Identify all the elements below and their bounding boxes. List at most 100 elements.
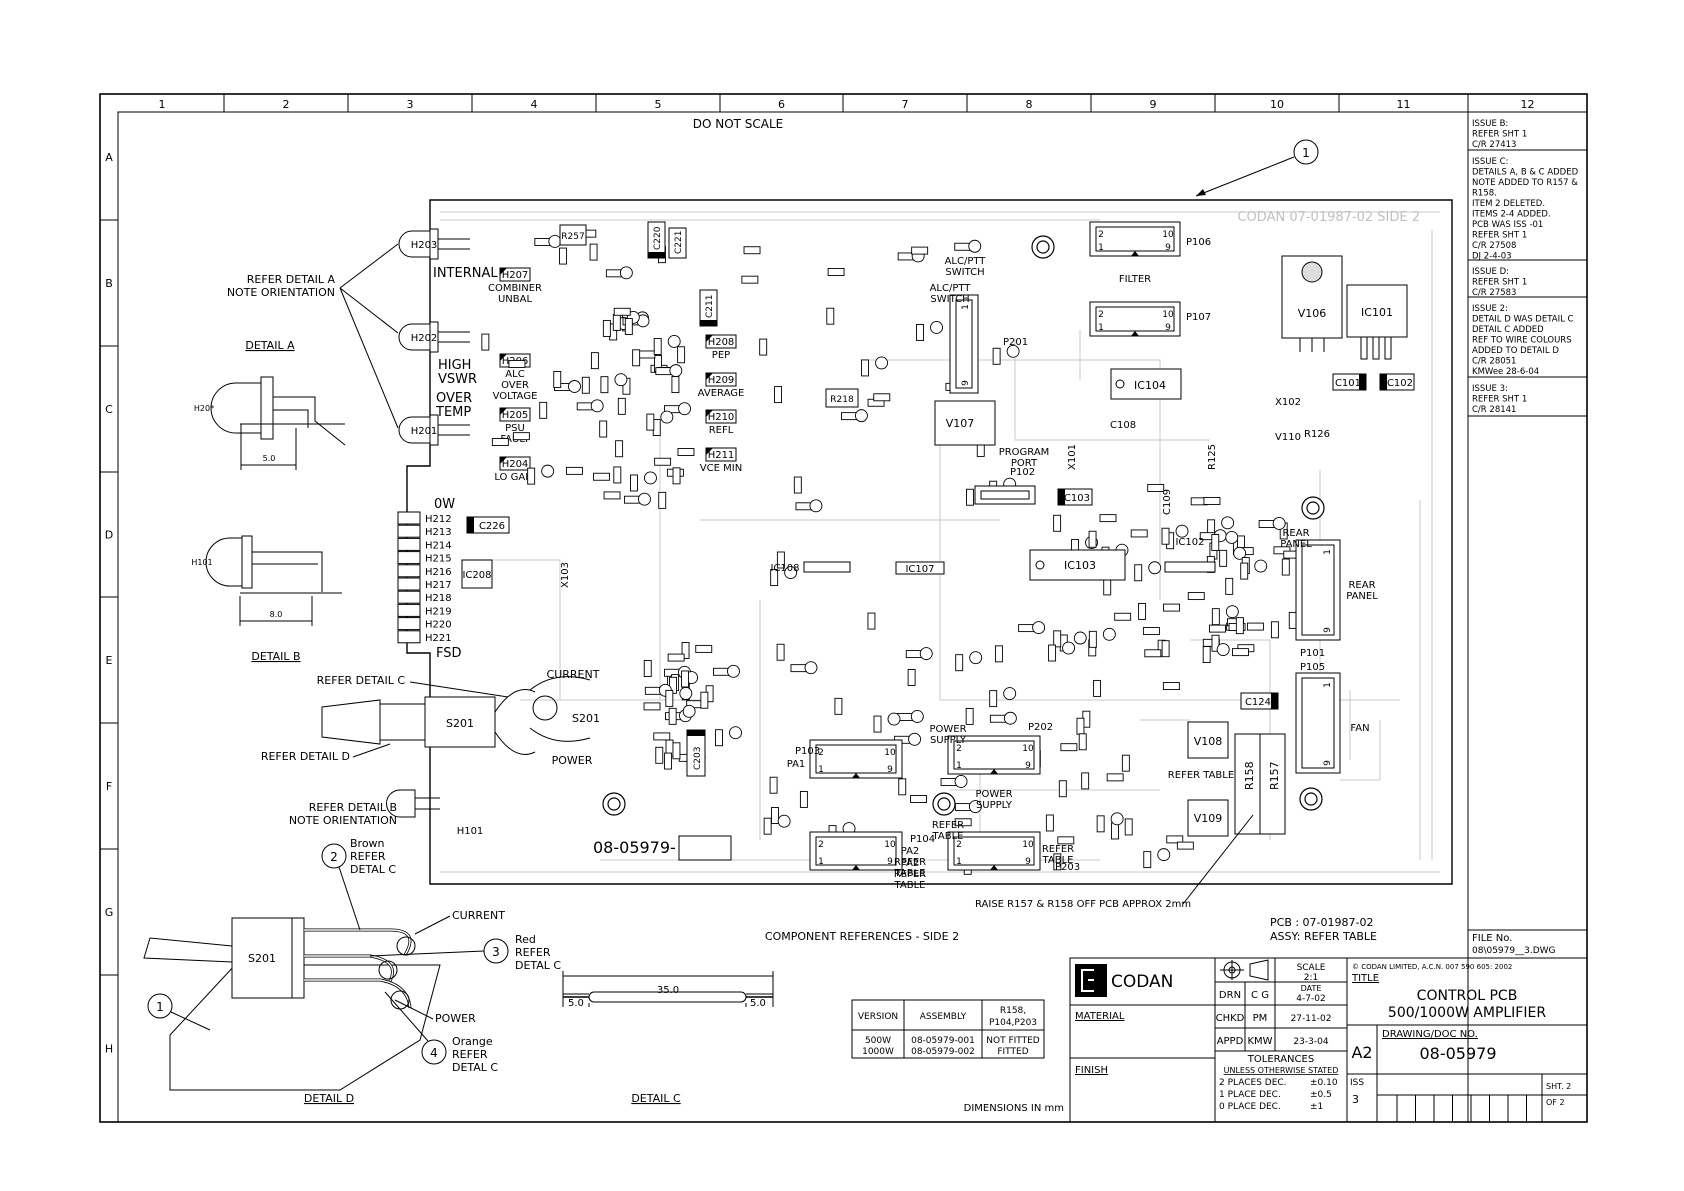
s201-pad <box>532 695 558 721</box>
panel-led-caption: AVERAGE <box>698 388 745 399</box>
zone-row-F: F <box>106 780 112 793</box>
svg-text:1: 1 <box>1323 682 1333 688</box>
svg-text:1: 1 <box>818 765 824 775</box>
refer-table-note-pcb: REFER TABLE <box>1168 770 1234 781</box>
title-tol-1-value: ±0.5 <box>1310 1090 1332 1100</box>
revision-4-line-2: C/R 28141 <box>1472 405 1516 415</box>
panel-led-id: H209 <box>708 375 735 386</box>
version-table-header-version: VERSION <box>858 1012 898 1022</box>
part-x101-label: X101 <box>1067 444 1078 470</box>
r158-r157-resistors: R158 R157 <box>1234 733 1286 835</box>
callout-detail-b-line2: NOTE ORIENTATION <box>289 814 397 827</box>
part-ic101-label: IC101 <box>1361 306 1393 319</box>
revision-1-line-1: DETAILS A, B & C ADDED <box>1472 168 1579 178</box>
revision-1-line-7: REFER SHT 1 <box>1472 231 1527 241</box>
ic108-box <box>803 561 851 573</box>
v107-transistor: V107 <box>934 400 996 446</box>
part-c221-label: C221 <box>674 231 684 254</box>
connector-name: ALC/PTT <box>945 256 987 267</box>
revision-2-line-0: ISSUE D: <box>1472 267 1509 277</box>
zone-row-A: A <box>105 151 113 164</box>
callout-detail-a-line2: NOTE ORIENTATION <box>227 286 335 299</box>
toggle-switch-s201-side: S201 <box>321 689 536 755</box>
title-tol-0-label: 0 PLACE DEC. <box>1219 1102 1281 1112</box>
part-c109-label: C109 <box>1162 489 1173 515</box>
panel-led-id: H207 <box>502 270 529 281</box>
part-c101-label: C101 <box>1335 378 1361 389</box>
file-label: FILE No. <box>1472 933 1512 944</box>
detail-b-title: DETAIL B <box>251 650 300 663</box>
connector-name: SUPPLY <box>930 735 967 746</box>
pcb-id-suffix-box <box>678 835 732 861</box>
part-v106-label: V106 <box>1298 307 1327 320</box>
revision-2-line-1: REFER SHT 1 <box>1472 278 1527 288</box>
revision-1-line-9: DJ 2-4-03 <box>1472 252 1512 262</box>
led-label-vswr: VSWR <box>438 372 477 387</box>
title-appd-label: APPD <box>1217 1036 1244 1047</box>
panel-leds: H207COMBINERUNBALH206ALCOVERVOLTAGEH205P… <box>488 267 745 483</box>
svg-text:1: 1 <box>956 857 962 867</box>
part-v109-label: V109 <box>1194 812 1223 825</box>
svg-text:1: 1 <box>818 857 824 867</box>
title-tol-2-value: ±0.10 <box>1310 1078 1338 1088</box>
callout-detail-c: REFER DETAIL C <box>317 674 509 698</box>
svg-text:2: 2 <box>956 840 962 850</box>
revision-2-line-2: C/R 27583 <box>1472 288 1516 298</box>
panel-led-caption: REFL <box>709 425 734 436</box>
part-ic108-label: IC108 <box>770 563 799 574</box>
svg-text:9: 9 <box>961 380 971 386</box>
svg-text:2: 2 <box>818 748 824 758</box>
part-r157-label: R157 <box>1268 761 1281 790</box>
panel-led-caption: COMBINER <box>488 283 542 294</box>
revision-3-line-1: DETAIL D WAS DETAIL C <box>1472 315 1574 325</box>
led-label-temp: TEMP <box>435 405 471 420</box>
connector-name: SUPPLY <box>976 800 1013 811</box>
revision-3-line-2: DETAIL C ADDED <box>1472 325 1544 335</box>
part-ic102-label: IC102 <box>1175 537 1204 548</box>
c203-polarity <box>687 730 705 736</box>
detail-d-label-current: CURRENT <box>452 909 505 922</box>
revision-3-line-3: REF TO WIRE COLOURS <box>1472 336 1572 346</box>
connector-name: REFER <box>1042 844 1074 855</box>
detail-a-part: H20* <box>194 404 214 413</box>
panel-led-id: H205 <box>502 410 529 421</box>
zone-row-H: H <box>105 1043 113 1056</box>
bargraph-label-h220: H220 <box>425 620 452 631</box>
detail-a-title: DETAIL A <box>245 339 295 352</box>
svg-text:1: 1 <box>961 304 971 310</box>
svg-text:2: 2 <box>1098 230 1104 240</box>
balloon-item-1-number: 1 <box>1302 146 1310 160</box>
part-ic104-label: IC104 <box>1134 379 1166 392</box>
svg-text:9: 9 <box>1323 760 1333 766</box>
zone-col-7: 7 <box>902 98 909 111</box>
bargraph-label-h216: H216 <box>425 567 452 578</box>
connector-name: PORT <box>1011 458 1038 469</box>
connector-name: TABLE <box>932 831 964 842</box>
version-table-header-fit-2: P104,P203 <box>989 1018 1037 1028</box>
detail-c-title: DETAIL C <box>631 1092 681 1105</box>
connector-label: P201 <box>1003 337 1028 348</box>
title-copyright: © CODAN LIMITED, A.C.N. 007 590 605: 200… <box>1352 963 1512 971</box>
svg-text:2: 2 <box>956 744 962 754</box>
version-table-header-assembly: ASSEMBLY <box>920 1012 967 1022</box>
bargraph-bottom-label: FSD <box>436 646 462 661</box>
panel-led-caption: VOLTAGE <box>493 391 538 402</box>
bargraph-led-h219 <box>397 603 421 617</box>
title-appd-date: 23-3-04 <box>1293 1037 1328 1047</box>
version-table-r2-assembly: 08-05979-002 <box>911 1047 975 1057</box>
svg-text:1: 1 <box>1098 243 1104 253</box>
part-x102-label: X102 <box>1275 397 1301 408</box>
v108-transistor: V108 <box>1187 721 1229 759</box>
version-table-r1-version: 500W <box>865 1036 891 1046</box>
svg-text:2: 2 <box>1098 310 1104 320</box>
